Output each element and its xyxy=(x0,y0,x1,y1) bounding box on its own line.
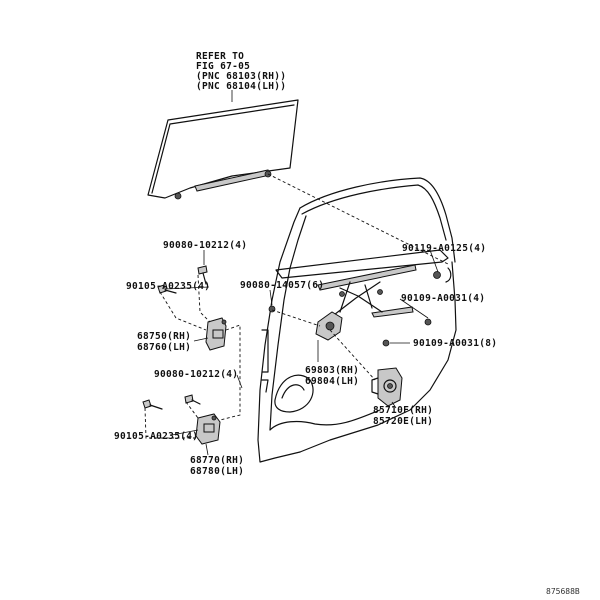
clip-lower xyxy=(382,339,390,347)
refer-line-2: FIG 67-05 xyxy=(196,61,250,72)
door-frame xyxy=(257,177,457,463)
bolt-lower-side xyxy=(142,399,163,410)
label-regulator-rh: 69803(RH) xyxy=(305,365,359,376)
refer-line-3: (PNC 68103(RH)) xyxy=(196,71,286,82)
regulator-motor xyxy=(371,367,403,407)
refer-line-4: (PNC 68104(LH)) xyxy=(196,81,286,92)
dashed-guides xyxy=(144,173,451,439)
label-clip-1: 90119-A0125(4) xyxy=(402,243,486,254)
upper-hinge xyxy=(205,317,227,351)
label-hinge-upper-rh: 68750(RH) xyxy=(137,331,191,342)
label-motor-rh: 85710F(RH) xyxy=(373,405,433,416)
label-bolt-lower-2: 90105-A0235(4) xyxy=(114,431,198,442)
label-regulator-lh: 69804(LH) xyxy=(305,376,359,387)
fasteners xyxy=(142,265,452,410)
label-hinge-lower-lh: 68780(LH) xyxy=(190,466,244,477)
label-hinge-upper-lh: 68760(LH) xyxy=(137,342,191,353)
label-clip-3: 90109-A0031(8) xyxy=(413,338,497,349)
bolt-lower-top xyxy=(184,394,201,405)
bolt-upper-side xyxy=(157,284,177,294)
refer-line-1: REFER TO xyxy=(196,51,244,62)
leader-lines xyxy=(165,90,439,456)
label-bolt-upper-2: 90105-A0235(4) xyxy=(126,281,210,292)
clip-upper xyxy=(433,271,441,279)
figure-code: 875688B xyxy=(546,587,580,596)
window-regulator xyxy=(315,264,417,341)
lower-hinge xyxy=(195,413,221,445)
bolt-upper-top xyxy=(197,265,208,285)
label-hinge-lower-rh: 68770(RH) xyxy=(190,455,244,466)
clip-middle xyxy=(424,318,432,326)
part-labels: REFER TO FIG 67-05 (PNC 68103(RH)) (PNC … xyxy=(114,51,580,596)
door-glass xyxy=(147,99,299,200)
label-regulator-bolt: 90080-14057(6) xyxy=(240,280,324,291)
label-bolt-lower: 90080-10212(4) xyxy=(154,369,238,380)
label-motor-lh: 85720E(LH) xyxy=(373,416,433,427)
label-clip-2: 90109-A0031(4) xyxy=(401,293,485,304)
label-bolt-upper: 90080-10212(4) xyxy=(163,240,247,251)
